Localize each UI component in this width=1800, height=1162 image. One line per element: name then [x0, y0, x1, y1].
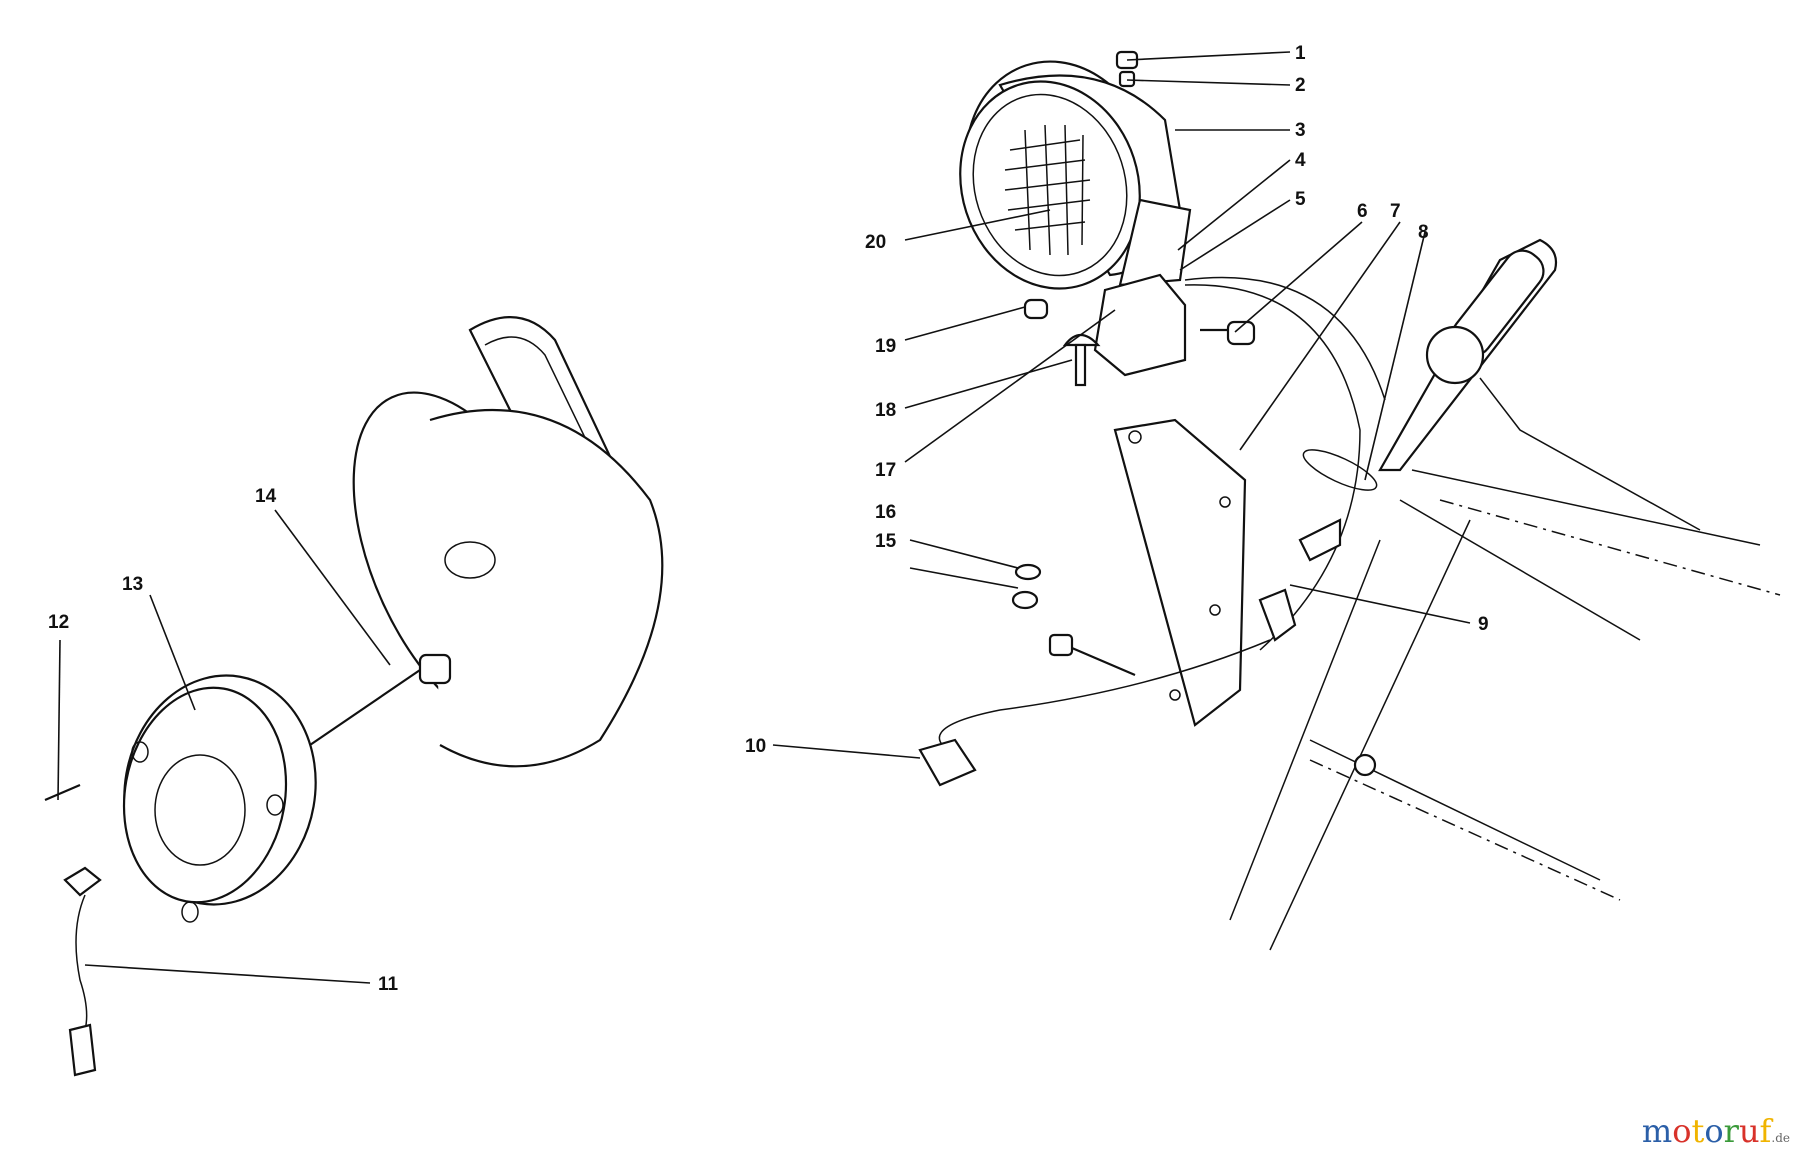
- alternator-cover: [44, 674, 317, 1077]
- label-15: 15: [875, 531, 897, 552]
- label-3: 3: [1295, 120, 1306, 141]
- watermark-letter: u: [1738, 1112, 1760, 1150]
- work-light: [959, 50, 1182, 290]
- label-2: 2: [1295, 75, 1306, 96]
- label-12: 12: [48, 612, 69, 633]
- watermark-letter: r: [1723, 1112, 1739, 1150]
- mounting-bracket: [1023, 198, 1256, 387]
- watermark-letter: m: [1641, 1112, 1673, 1150]
- label-7: 7: [1390, 201, 1401, 222]
- label-17: 17: [875, 460, 896, 481]
- label-6: 6: [1357, 201, 1368, 222]
- watermark-letter: o: [1704, 1112, 1724, 1150]
- label-9: 9: [1478, 614, 1489, 635]
- watermark-letter: o: [1672, 1112, 1692, 1150]
- leader-lines: [57, 51, 1471, 984]
- label-18: 18: [875, 400, 896, 421]
- label-19: 19: [875, 336, 896, 357]
- part-labels: 1 2 3 4 5 6 7 8 9 10 11 12 13 14 15 16 1…: [48, 43, 1489, 995]
- watermark-letter: t: [1691, 1112, 1705, 1150]
- label-14: 14: [255, 486, 277, 507]
- lens-grid: [1004, 124, 1091, 256]
- label-13: 13: [122, 574, 143, 595]
- watermark-logo: motoruf.de: [1642, 1112, 1790, 1150]
- label-4: 4: [1295, 150, 1306, 171]
- label-11: 11: [378, 974, 399, 995]
- mount-plate: [1011, 418, 1247, 727]
- watermark-suffix: .de: [1771, 1131, 1790, 1145]
- watermark-letter: f: [1759, 1112, 1772, 1150]
- label-5: 5: [1295, 189, 1306, 210]
- wiring-harness: [918, 276, 1386, 787]
- label-20: 20: [865, 232, 886, 253]
- label-1: 1: [1295, 43, 1306, 64]
- label-16: 16: [875, 502, 896, 523]
- label-8: 8: [1418, 222, 1429, 243]
- blower-housing: [309, 316, 664, 768]
- label-10: 10: [745, 736, 766, 757]
